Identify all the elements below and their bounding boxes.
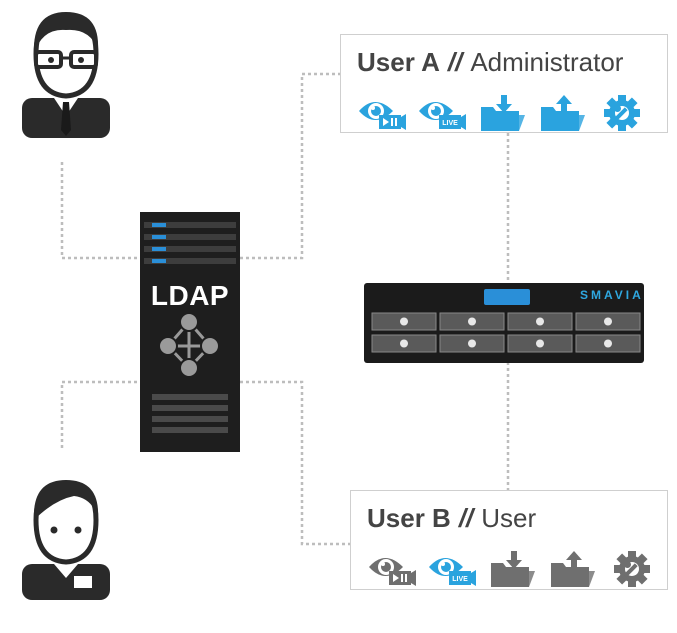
user-b-title: User B//User [367,503,536,534]
drive-bay-led [400,317,408,326]
nvr-brand: SMAVIA [580,288,644,302]
line-admin-to-ldap [60,162,140,260]
user-b-permissions: LIVE [367,549,657,589]
folder-download-icon [487,549,537,589]
svg-text:LIVE: LIVE [442,120,458,127]
live-eye-icon: LIVE [427,549,477,589]
admin-avatar [22,12,110,138]
drive-bay-led [536,317,544,326]
settings-wrench-icon [607,549,657,589]
drive-bay-led [400,339,408,348]
settings-wrench-icon [597,93,647,133]
user-b-role: User [481,503,537,533]
folder-upload-icon [537,93,587,133]
drive-bay-led [604,317,612,326]
user-a-role: Administrator [470,47,624,77]
user-a-title: User A//Administrator [357,47,623,78]
user-b-name: User B [367,503,451,533]
playback-eye-icon [367,549,417,589]
user-a-permissions: LIVE [357,93,647,133]
drive-bay-led [468,339,476,348]
ldap-label: LDAP [150,280,230,311]
user-a-name: User A [357,47,440,77]
user-avatar [22,480,110,600]
ldap-server [140,212,240,452]
folder-download-icon [477,93,527,133]
folder-upload-icon [547,549,597,589]
user-a-separator: // [447,47,463,77]
user-a-card: User A//Administrator LIVE [340,34,668,133]
line-ldap-to-user-b [240,380,350,546]
user-b-separator: // [458,503,474,533]
live-eye-icon: LIVE [417,93,467,133]
line-user-to-ldap [60,380,140,448]
drive-bay-led [604,339,612,348]
svg-text:LIVE: LIVE [452,576,468,583]
playback-eye-icon [357,93,407,133]
drive-bay-led [536,339,544,348]
line-ldap-to-user-a [240,72,340,260]
drive-bay-led [468,317,476,326]
nvr-device [364,283,644,363]
user-b-card: User B//User LIVE [350,490,668,590]
